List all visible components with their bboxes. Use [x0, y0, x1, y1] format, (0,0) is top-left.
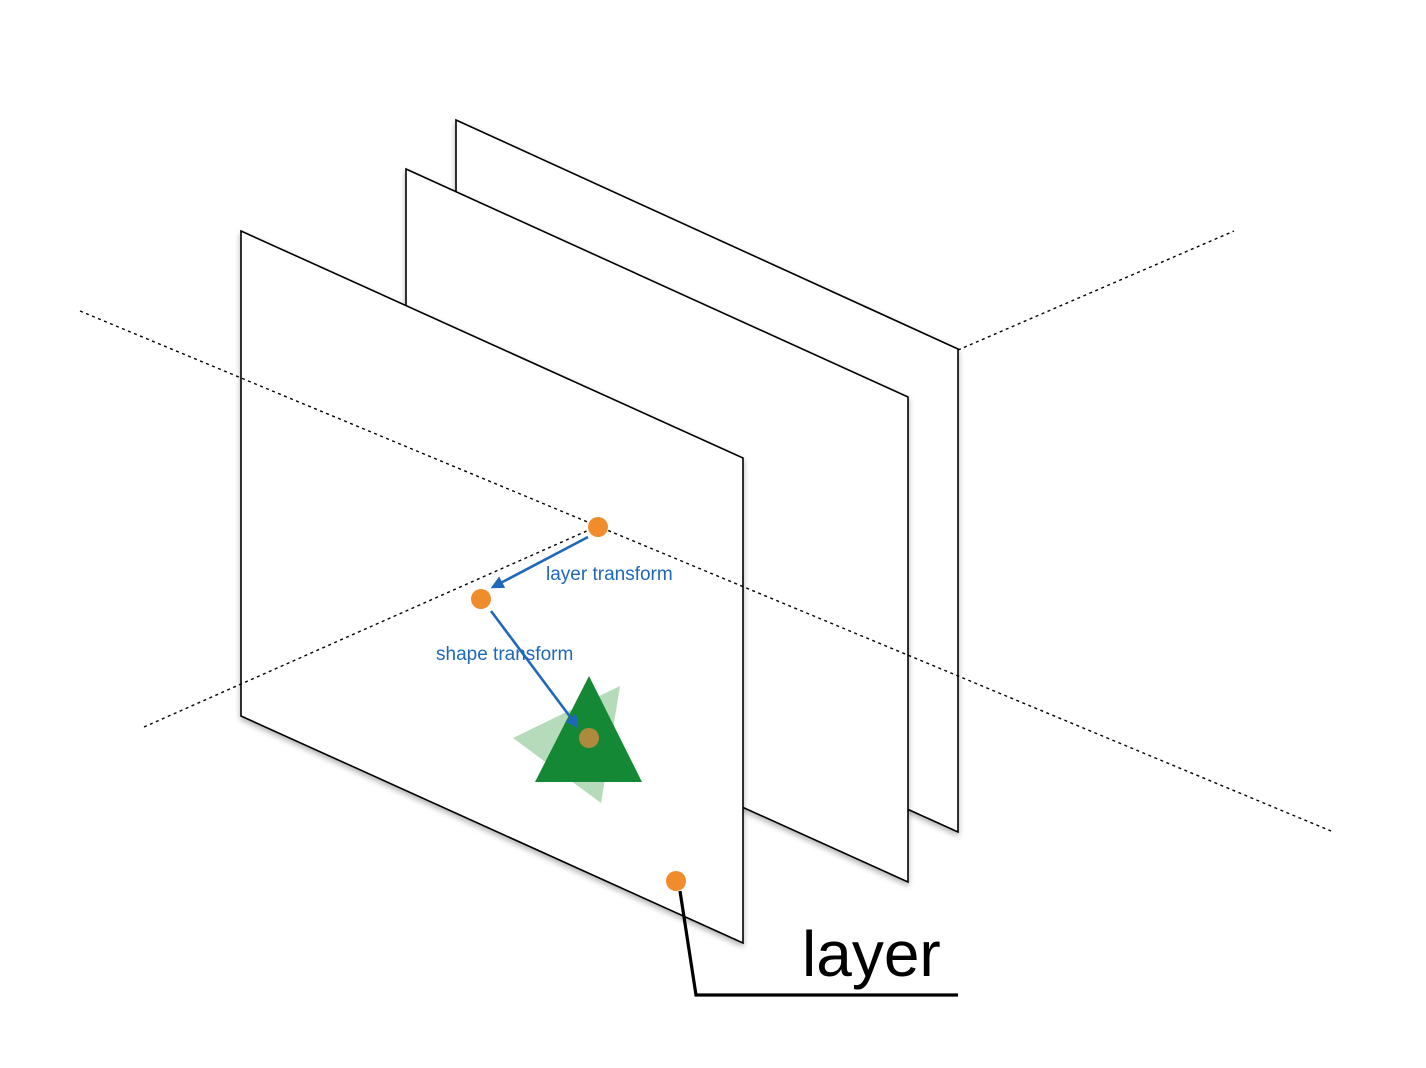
layer-transform-label: layer transform	[546, 564, 673, 585]
shape-transform-label: shape transform	[436, 644, 573, 665]
layer-callout-label: layer	[802, 918, 941, 990]
shape-center-point	[579, 728, 599, 748]
layer-anchor-point	[471, 589, 491, 609]
axis-y	[143, 525, 599, 728]
axis-z-back	[957, 230, 1235, 351]
world-origin-point	[588, 517, 608, 537]
shape-transform-arrow	[489, 610, 579, 729]
layer-callout-line	[678, 890, 958, 997]
axis-x	[79, 310, 1332, 832]
layer-callout-point	[666, 871, 686, 891]
layer-transform-arrow	[490, 535, 589, 589]
